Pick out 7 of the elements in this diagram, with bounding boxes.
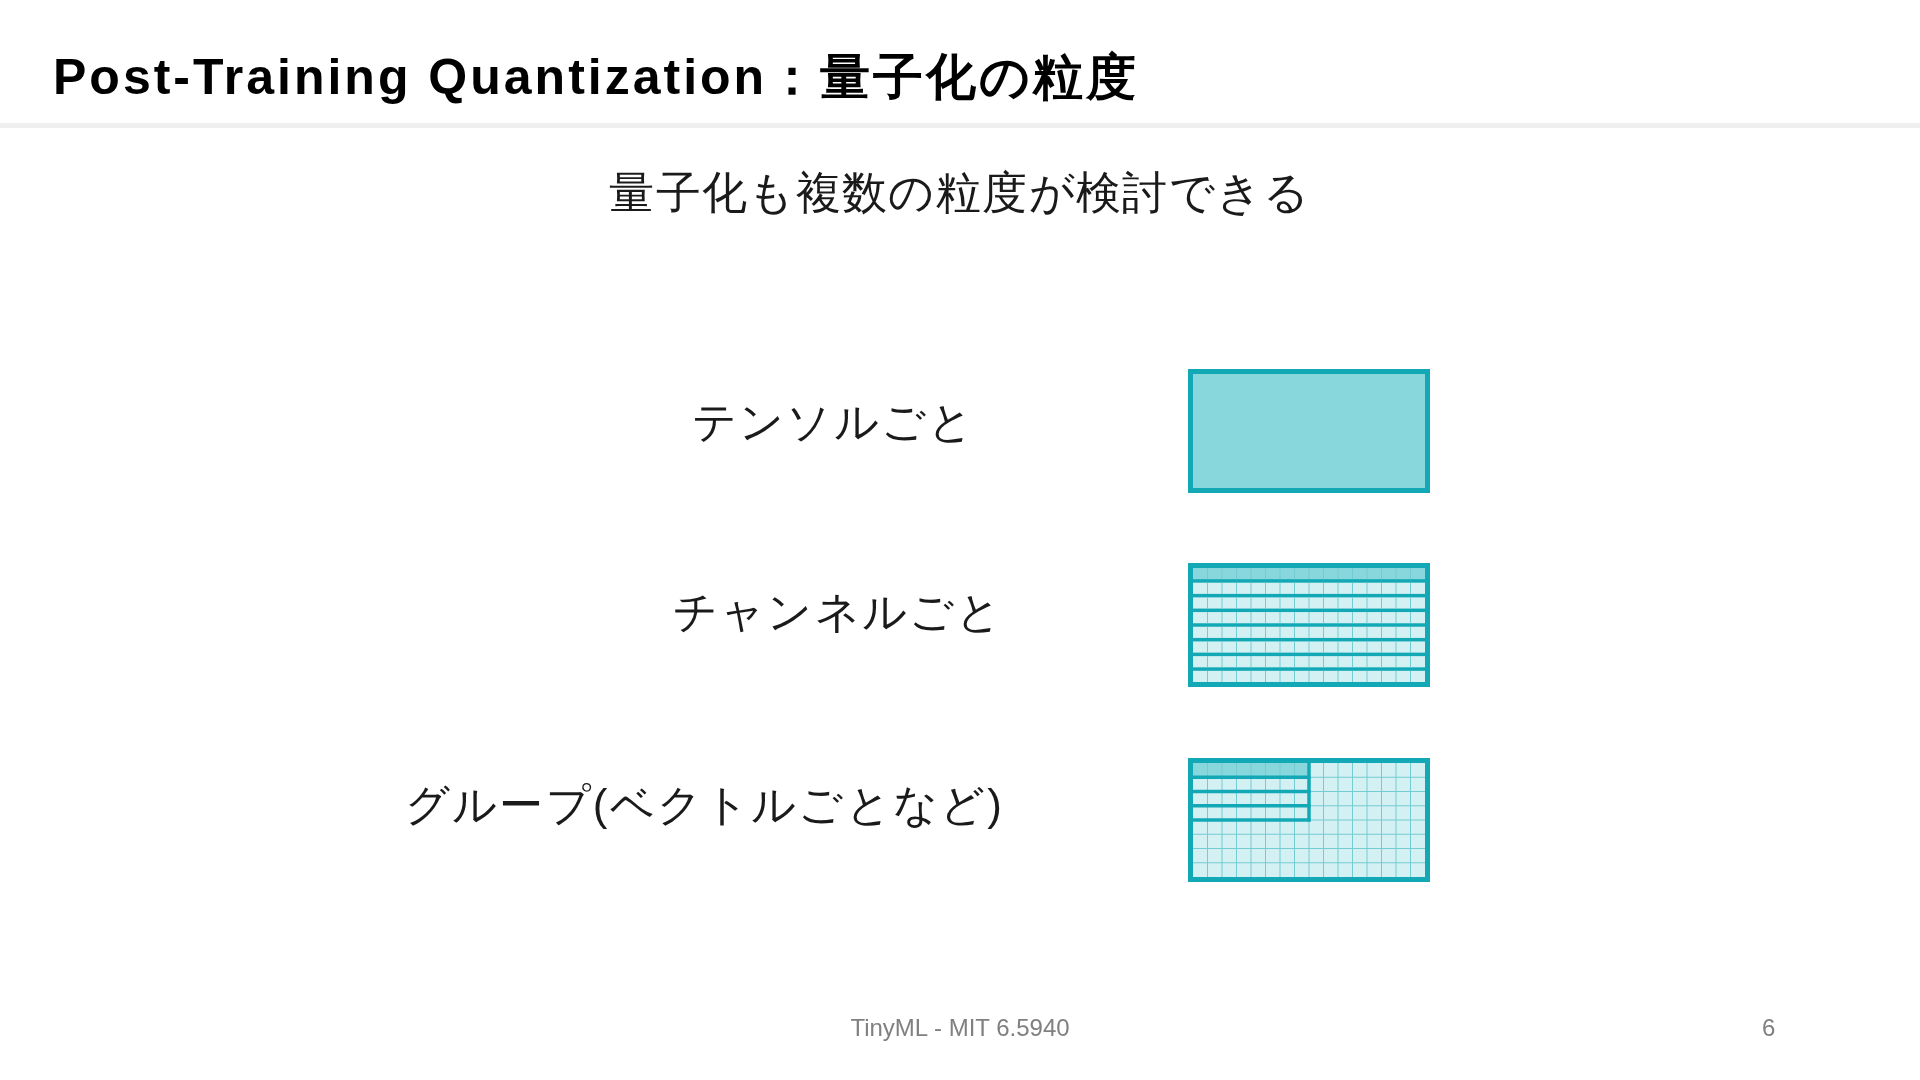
page-number: 6 (1762, 1016, 1776, 1040)
row-label: チャンネルごと (673, 590, 1004, 634)
row-label: グループ(ベクトルごとなど) (405, 783, 1005, 827)
slide-title: Post-Training Quantization：量子化の粒度 (53, 52, 1140, 102)
row-label: テンソルごと (692, 400, 976, 444)
footer-text: TinyML - MIT 6.5940 (850, 1016, 1070, 1040)
subtitle: 量子化も複数の粒度が検討できる (609, 170, 1311, 215)
